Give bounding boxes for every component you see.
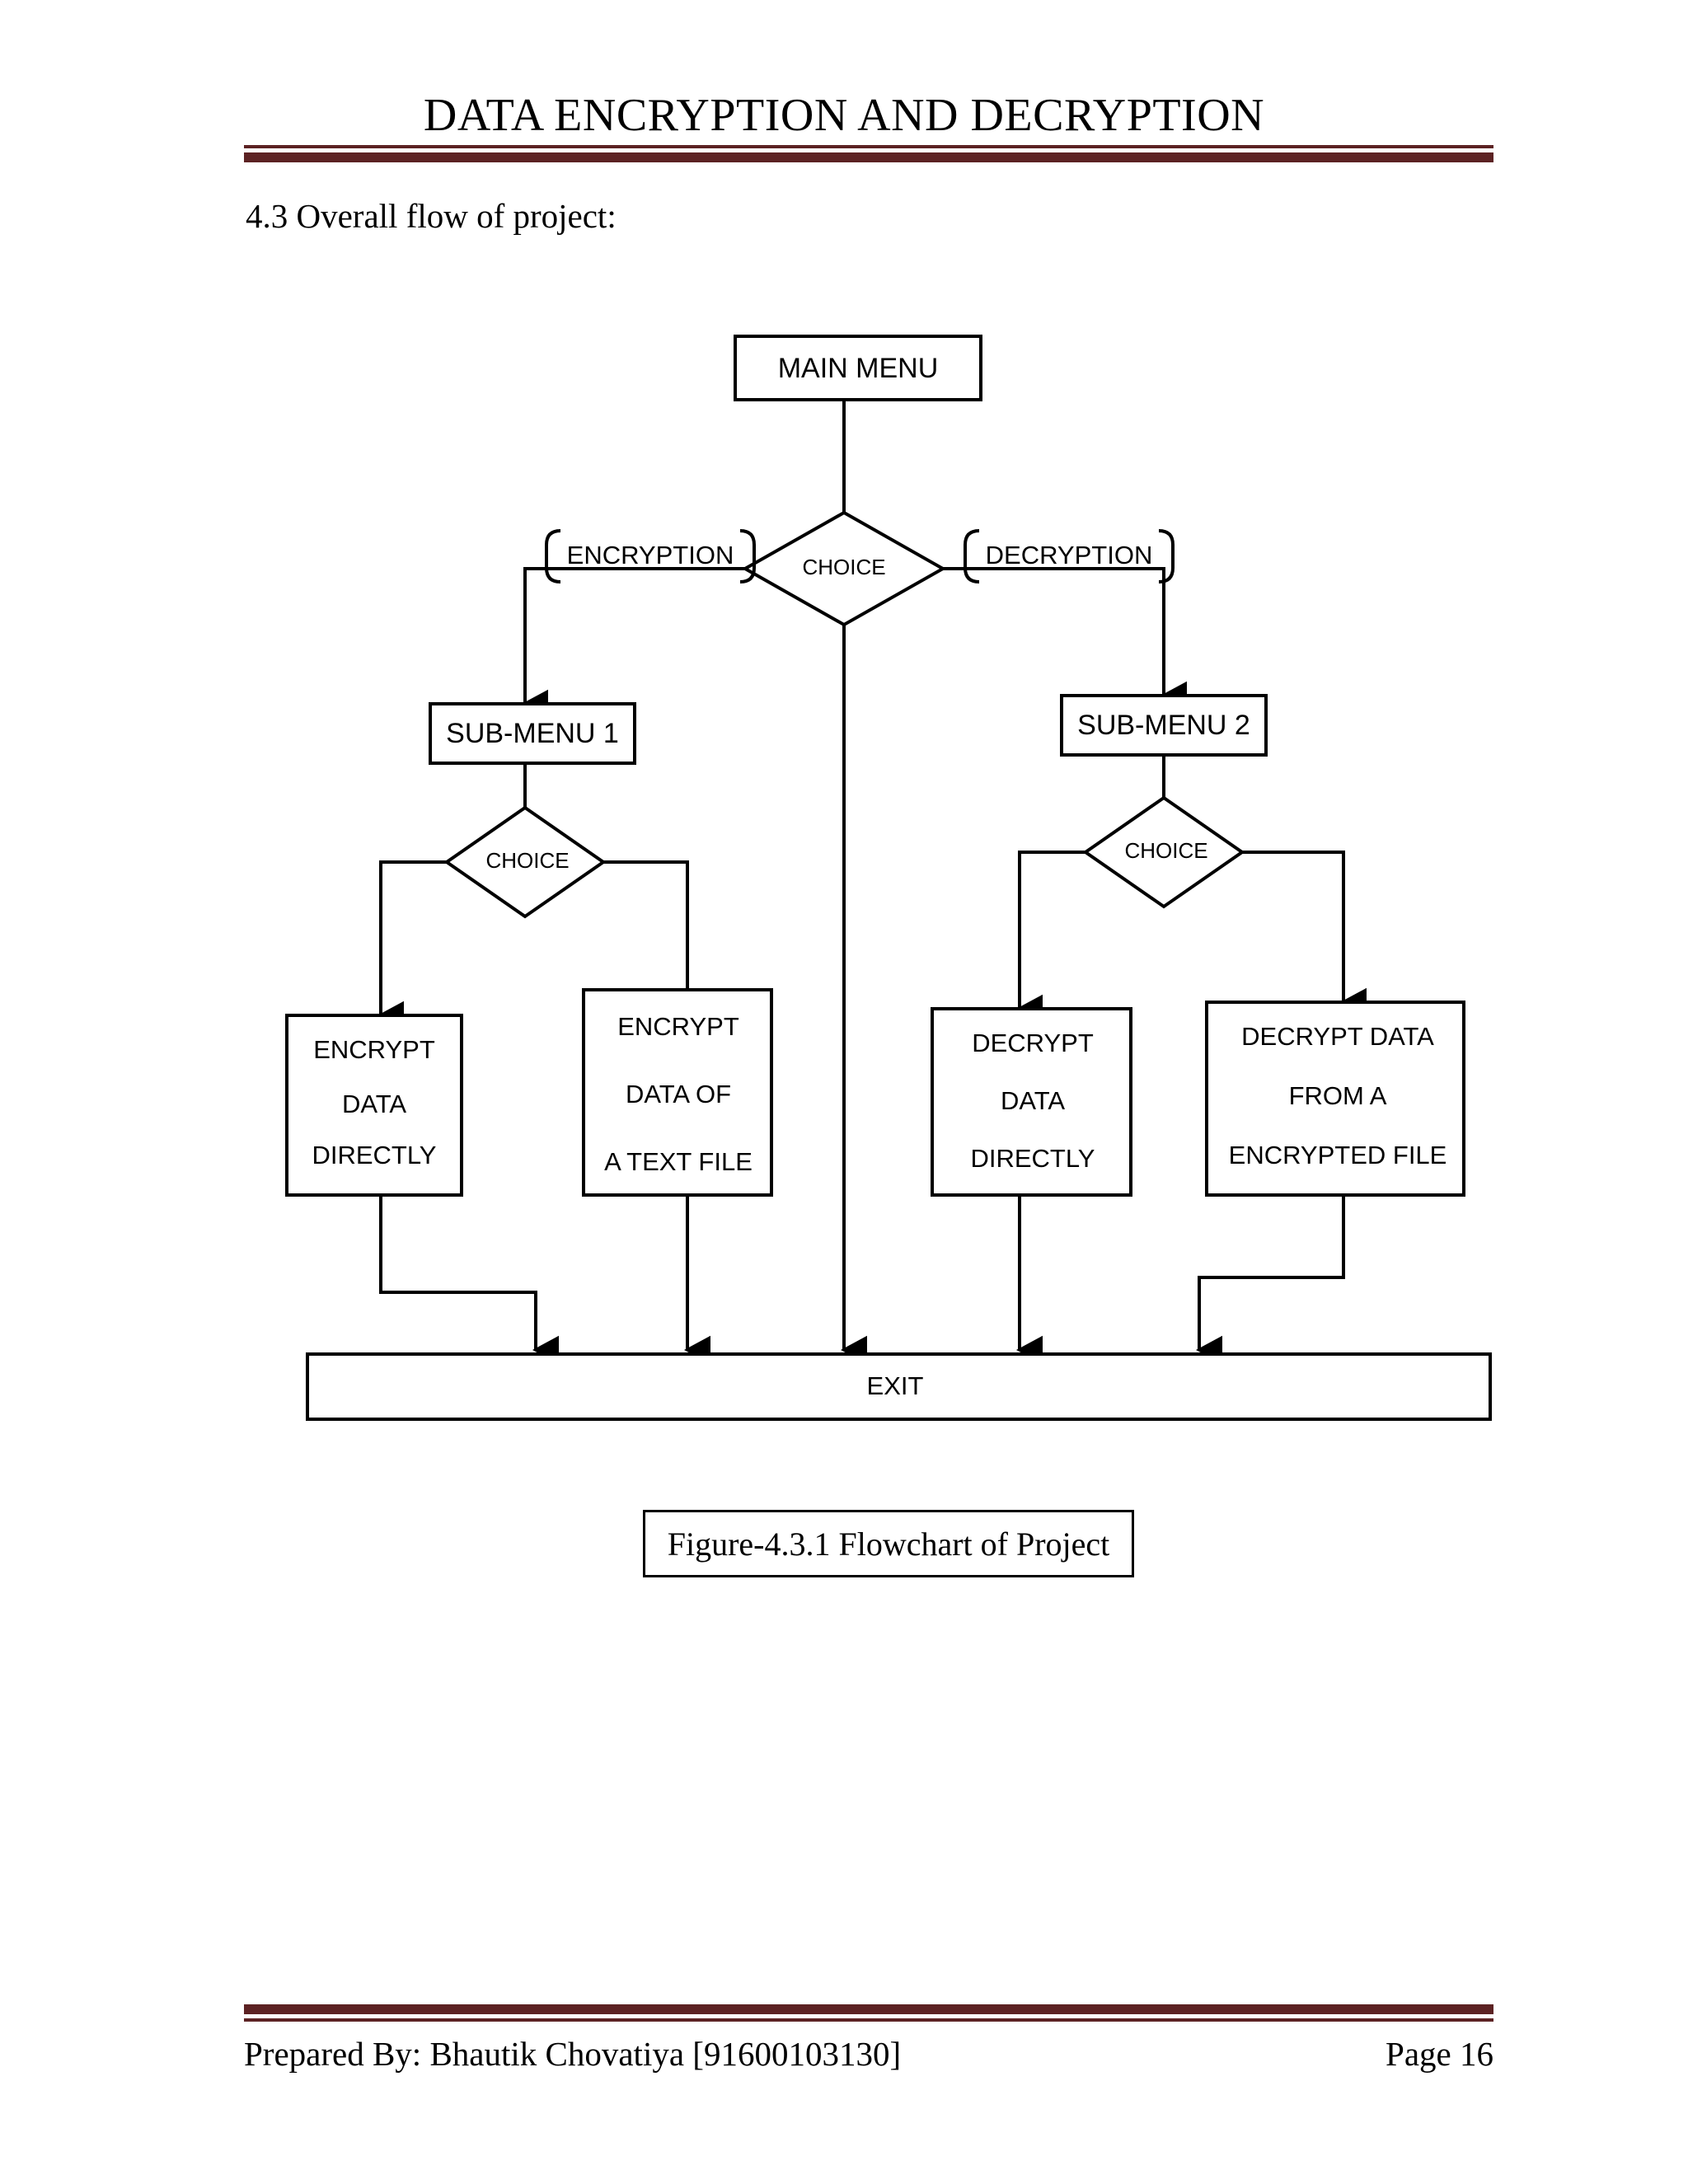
header-rule-thick-line (244, 152, 1493, 162)
page-footer: Prepared By: Bhautik Chovatiya [91600103… (244, 2034, 1493, 2074)
edge-choice3-decryptfile (1242, 851, 1367, 1017)
node-decrypt-encrypted-file-line2: FROM A (1289, 1081, 1387, 1110)
node-decrypt-directly-line3: DIRECTLY (970, 1144, 1095, 1173)
node-encrypt-directly: ENCRYPT DATA DIRECTLY (285, 1014, 463, 1197)
edge-encryptdirect-exit (379, 1195, 559, 1365)
node-label-encryption-text: ENCRYPTION (567, 541, 734, 569)
footer-rule (244, 2004, 1493, 2022)
footer-prepared-by: Prepared By: Bhautik Chovatiya [91600103… (244, 2035, 902, 2073)
node-decrypt-encrypted-file-line3: ENCRYPTED FILE (1229, 1141, 1447, 1169)
edge-choice2-encryptfile (603, 860, 710, 1030)
page-header-title: DATA ENCRYPTION AND DECRYPTION (423, 90, 1265, 141)
figure-caption: Figure-4.3.1 Flowchart of Project (643, 1510, 1134, 1577)
node-choice-left-label: CHOICE (485, 848, 569, 873)
node-exit-label: EXIT (867, 1371, 924, 1400)
node-choice-right-label: CHOICE (1124, 838, 1207, 863)
edge-choice1-submenu1 (522, 567, 745, 719)
node-label-decryption-text: DECRYPTION (986, 541, 1153, 569)
header-rule (244, 145, 1493, 162)
node-encrypt-text-file-line3: A TEXT FILE (604, 1147, 753, 1176)
flowchart-figure: MAIN MENU CHOICE ENCRYPTION DECRYPTION (0, 297, 1688, 1451)
node-choice-top: CHOICE (741, 510, 947, 627)
node-decrypt-directly: DECRYPT DATA DIRECTLY (931, 1007, 1132, 1197)
node-encrypt-text-file-line2: DATA OF (626, 1080, 731, 1108)
edge-decryptfile-exit (1196, 1195, 1345, 1365)
header-rule-thin-line (244, 145, 1493, 148)
node-encrypt-directly-line1: ENCRYPT (313, 1035, 435, 1064)
footer-rule-thick-line (244, 2004, 1493, 2014)
edge-choice2-encryptdirect (377, 860, 447, 1030)
node-encrypt-text-file-line1: ENCRYPT (617, 1012, 739, 1041)
section-heading: 4.3 Overall flow of project: (246, 197, 617, 235)
header-rule-gap (244, 148, 1493, 152)
node-choice-left: CHOICE (443, 805, 607, 919)
node-label-encryption: ENCRYPTION (545, 529, 756, 583)
node-sub-menu-1: SUB-MENU 1 (429, 702, 636, 765)
node-encrypt-directly-line3: DIRECTLY (312, 1141, 436, 1169)
node-encrypt-directly-line2: DATA (342, 1090, 406, 1118)
footer-rule-thin-line (244, 2018, 1493, 2022)
node-main-menu-label: MAIN MENU (778, 353, 939, 384)
node-decrypt-encrypted-file: DECRYPT DATA FROM A ENCRYPTED FILE (1205, 1001, 1465, 1197)
edge-choice3-decryptdirect (1016, 851, 1085, 1024)
node-decrypt-directly-line2: DATA (1001, 1086, 1065, 1115)
node-sub-menu-2: SUB-MENU 2 (1060, 694, 1268, 757)
node-exit: EXIT (306, 1352, 1492, 1421)
footer-rule-gap (244, 2014, 1493, 2018)
node-choice-top-label: CHOICE (802, 555, 885, 579)
node-encrypt-text-file: ENCRYPT DATA OF A TEXT FILE (582, 988, 773, 1197)
node-choice-right: CHOICE (1082, 795, 1245, 909)
footer-page-number: Page 16 (1386, 2035, 1493, 2073)
node-sub-menu-1-label: SUB-MENU 1 (446, 718, 619, 749)
edge-choice1-submenu2 (943, 567, 1187, 710)
node-label-decryption: DECRYPTION (964, 529, 1175, 583)
node-sub-menu-2-label: SUB-MENU 2 (1077, 710, 1250, 741)
node-decrypt-encrypted-file-line1: DECRYPT DATA (1241, 1022, 1434, 1051)
node-decrypt-directly-line1: DECRYPT (972, 1029, 1094, 1057)
node-main-menu: MAIN MENU (734, 335, 982, 401)
